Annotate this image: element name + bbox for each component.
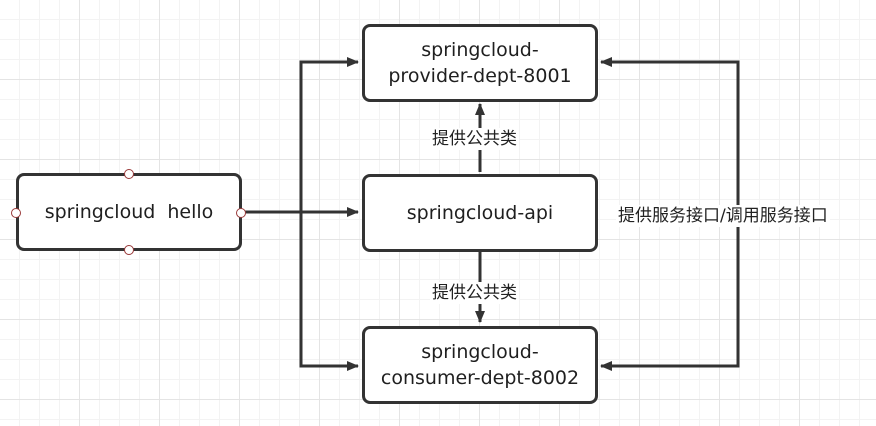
connection-handle-right[interactable] — [236, 208, 246, 218]
connector-hello-to-provider — [299, 57, 359, 212]
edge-label-api-to-consumer: 提供公共类 — [430, 282, 519, 304]
node-consumer-line-2: consumer-dept-8002 — [380, 367, 580, 389]
edge-label-api-to-provider: 提供公共类 — [430, 128, 519, 150]
connector-hello-to-consumer — [299, 212, 359, 371]
connection-handle-left[interactable] — [11, 208, 21, 218]
node-springcloud-api-label: springcloud-api — [406, 202, 554, 224]
node-springcloud-api[interactable]: springcloud-api — [362, 174, 598, 252]
node-provider-dept-8001[interactable]: springcloud- provider-dept-8001 — [362, 24, 598, 102]
node-springcloud-hello-label: springcloud hello — [44, 201, 214, 223]
connection-handle-bottom[interactable] — [124, 245, 134, 255]
node-springcloud-hello[interactable]: springcloud hello — [16, 173, 242, 251]
connector-consumer-to-provider — [600, 57, 740, 270]
node-provider-line-2: provider-dept-8001 — [388, 65, 572, 87]
node-consumer-line-1: springcloud- — [421, 341, 539, 363]
node-provider-line-1: springcloud- — [421, 39, 539, 61]
edge-label-provider-consumer: 提供服务接口/调用服务接口 — [616, 205, 830, 227]
node-consumer-dept-8002[interactable]: springcloud- consumer-dept-8002 — [362, 326, 598, 404]
connector-provider-to-consumer — [600, 232, 740, 371]
connection-handle-top[interactable] — [124, 169, 134, 179]
